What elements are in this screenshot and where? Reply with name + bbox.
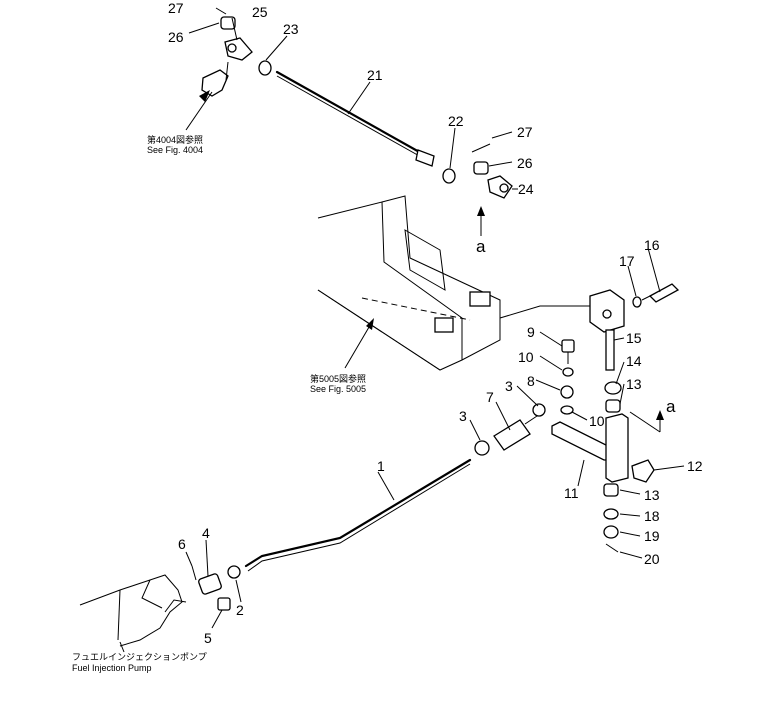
callout-27-lower: 27 — [517, 124, 533, 140]
damper-7 — [493, 419, 531, 451]
callout-7: 7 — [486, 389, 494, 405]
lever-assembly — [551, 283, 680, 553]
callout-13-upper: 13 — [626, 376, 642, 392]
nut-3-upper — [532, 403, 546, 417]
callout-5: 5 — [204, 630, 212, 646]
ref-fig4004-jp: 第4004図参照 — [147, 134, 203, 145]
nut-19 — [603, 525, 619, 539]
washer-14 — [604, 381, 622, 395]
callout-18: 18 — [644, 508, 660, 524]
callout-3-lower: 3 — [459, 408, 467, 424]
nut-2 — [227, 565, 241, 579]
callout-20: 20 — [644, 551, 660, 567]
reference-notes: 第4004図参照 See Fig. 4004 第5005図参照 See Fig.… — [72, 134, 366, 673]
nut-26-top — [220, 16, 236, 30]
shaft-15 — [605, 329, 615, 371]
washer-18 — [603, 508, 619, 520]
callout-14: 14 — [626, 353, 642, 369]
callout-13-lower: 13 — [644, 487, 660, 503]
nut-3-lower — [474, 440, 490, 456]
washer-17 — [632, 296, 642, 308]
ref-fig4004-en: See Fig. 4004 — [147, 145, 203, 155]
bolt-16 — [648, 283, 680, 303]
ref-fig5005-jp: 第5005図参照 — [310, 373, 366, 384]
rod-1 — [244, 458, 472, 568]
callout-26-top: 26 — [168, 29, 184, 45]
rod-21 — [275, 70, 432, 160]
governor-lever — [201, 69, 229, 97]
leader-lines — [119, 7, 685, 653]
engine-outline — [317, 195, 590, 371]
marker-a-right: a — [666, 397, 676, 416]
callout-16: 16 — [644, 237, 660, 253]
top-linkage — [185, 16, 513, 236]
callout-19: 19 — [644, 528, 660, 544]
fuel-pump-sketch — [79, 574, 183, 647]
joint-4 — [198, 573, 222, 595]
callout-3-upper: 3 — [505, 378, 513, 394]
callouts: 27 26 25 23 21 22 27 26 24 a 16 17 15 14… — [168, 0, 703, 646]
rod-end-8 — [560, 385, 574, 399]
marker-a-top: a — [476, 237, 486, 256]
callout-23: 23 — [283, 21, 299, 37]
callout-6: 6 — [178, 536, 186, 552]
callout-10-upper: 10 — [518, 349, 534, 365]
cotter-pin-6 — [191, 565, 197, 581]
ref-fig5005-en: See Fig. 5005 — [310, 384, 366, 394]
callout-22: 22 — [448, 113, 464, 129]
callout-26-lower: 26 — [517, 155, 533, 171]
callout-17: 17 — [619, 253, 635, 269]
callout-21: 21 — [367, 67, 383, 83]
pin-5 — [217, 597, 231, 611]
callout-15: 15 — [626, 330, 642, 346]
lower-linkage — [79, 403, 546, 647]
cotter-pin-20 — [605, 543, 619, 553]
callout-1: 1 — [377, 458, 385, 474]
ref-pump-en: Fuel Injection Pump — [72, 663, 152, 673]
nut-22 — [442, 168, 456, 184]
nut-23 — [258, 60, 272, 76]
callout-2: 2 — [236, 602, 244, 618]
callout-24: 24 — [518, 181, 534, 197]
fitting-12 — [631, 459, 655, 483]
callout-11: 11 — [564, 485, 579, 501]
lever-hub — [605, 413, 629, 483]
bolt-9 — [561, 339, 575, 353]
nut-26-lower — [473, 161, 489, 175]
callout-4: 4 — [202, 525, 210, 541]
bushing-13-lower — [603, 483, 619, 497]
callout-9: 9 — [527, 324, 535, 340]
cotter-pin-27-lower — [471, 143, 491, 153]
ref-pump-jp: フュエルインジェクションポンプ — [72, 652, 207, 662]
callout-27-top: 27 — [168, 0, 184, 16]
callout-12: 12 — [687, 458, 703, 474]
callout-25: 25 — [252, 4, 268, 20]
washer-10-lower — [560, 405, 574, 415]
callout-10-lower: 10 — [589, 413, 605, 429]
washer-10-upper — [562, 367, 574, 377]
bushing-13-upper — [605, 399, 621, 413]
callout-8: 8 — [527, 373, 535, 389]
